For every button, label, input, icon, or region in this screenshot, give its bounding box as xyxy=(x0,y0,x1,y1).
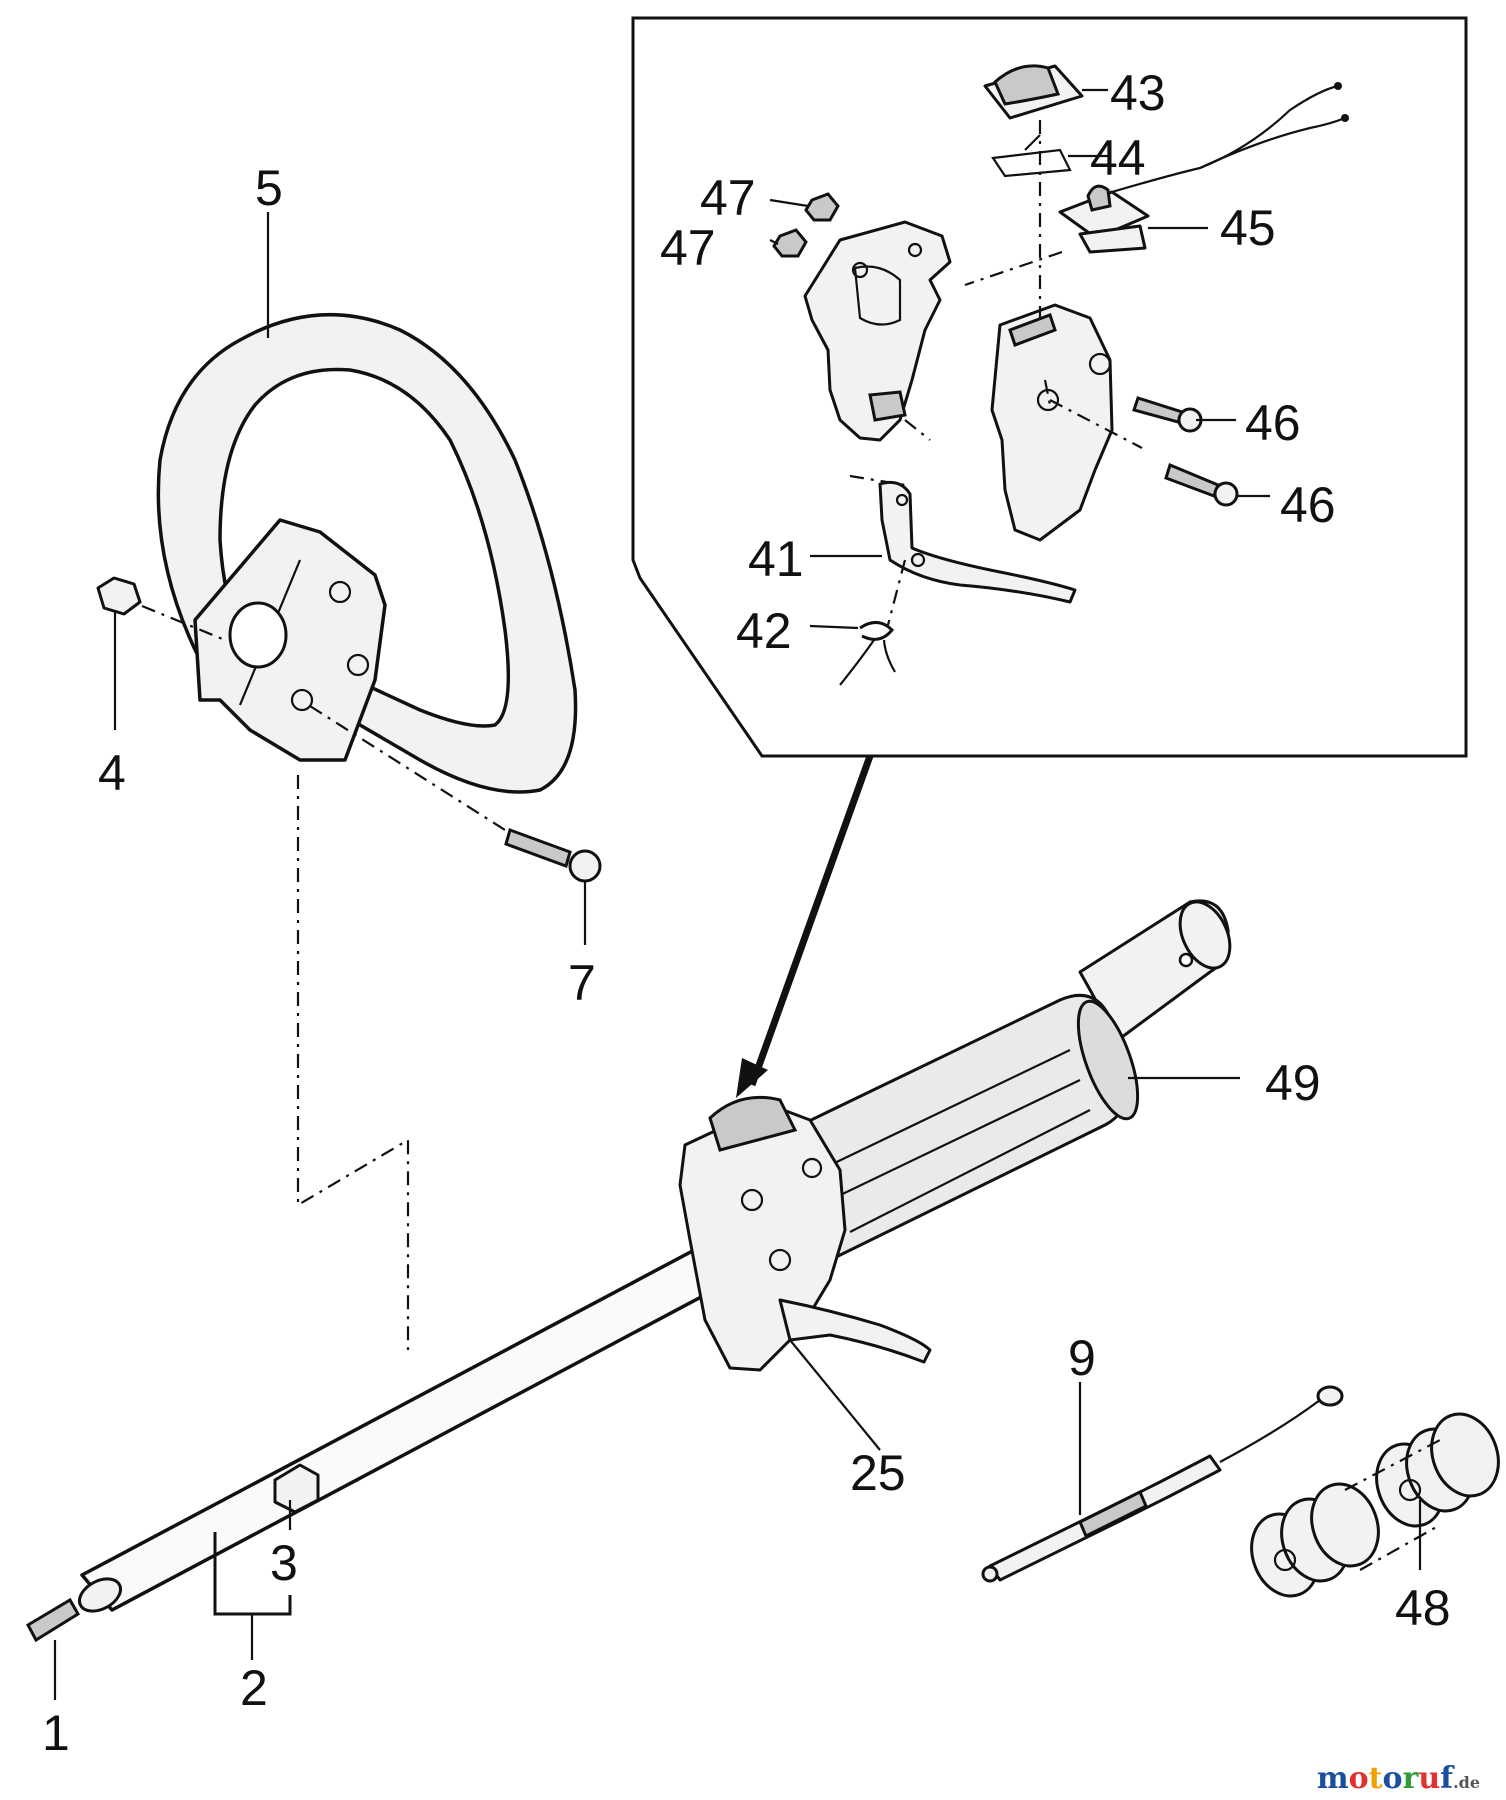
part-label-43: 43 xyxy=(1110,65,1166,121)
bolt-7 xyxy=(504,828,572,868)
trigger-spring xyxy=(859,621,895,641)
part-label-46-upper: 46 xyxy=(1245,395,1301,451)
part-label-4: 4 xyxy=(98,745,126,801)
detail-inset xyxy=(631,16,1468,1098)
svg-text:motoruf.de: motoruf.de xyxy=(1317,1761,1480,1796)
throttle-trigger xyxy=(878,480,1077,604)
inset-pointer-line xyxy=(748,754,874,1087)
screw-46-lower xyxy=(1164,462,1220,498)
tube-bracket xyxy=(273,1463,320,1514)
shaft-assembly xyxy=(26,775,1240,1700)
nut-47-upper xyxy=(804,192,840,222)
part-label-25: 25 xyxy=(850,1445,906,1501)
loop-handle xyxy=(156,312,578,794)
handle-right-half xyxy=(990,303,1114,542)
nut-47-lower xyxy=(772,228,808,258)
watermark-suffix: .de xyxy=(1453,1773,1480,1792)
part-label-1: 1 xyxy=(42,1705,70,1761)
part-label-3: 3 xyxy=(270,1535,298,1591)
part-label-47-lower: 47 xyxy=(660,220,716,276)
bushing-48-rear xyxy=(1375,1412,1500,1528)
part-label-47-upper: 47 xyxy=(700,170,756,226)
part-label-45: 45 xyxy=(1220,200,1276,256)
bushing-48-front xyxy=(1250,1482,1380,1598)
part-labels: 43 44 45 47 47 46 46 41 42 5 4 7 49 9 25… xyxy=(42,65,1451,1761)
part-label-44: 44 xyxy=(1090,130,1146,186)
part-label-5: 5 xyxy=(255,160,283,216)
part-label-7: 7 xyxy=(568,955,596,1011)
screw-46-upper xyxy=(1132,396,1184,424)
switch-plate xyxy=(991,148,1072,178)
handle-left-half xyxy=(803,220,952,442)
inset-pointer-arrowhead xyxy=(736,1058,768,1098)
throttle-lever xyxy=(778,1298,932,1364)
part-label-49: 49 xyxy=(1265,1055,1321,1111)
part-label-46-lower: 46 xyxy=(1280,477,1336,533)
loop-handle-assembly xyxy=(96,212,602,945)
handle-clamp xyxy=(193,518,387,762)
watermark-name: motoruf xyxy=(1317,1761,1455,1796)
switch-wires xyxy=(1111,84,1339,194)
clamp-bore xyxy=(228,601,288,669)
drive-tip xyxy=(26,1597,81,1643)
inset-frame xyxy=(631,16,1468,758)
drive-shaft-assembly xyxy=(981,1382,1500,1598)
part-label-41: 41 xyxy=(748,531,804,587)
part-label-2: 2 xyxy=(240,1660,268,1716)
part-label-9: 9 xyxy=(1068,1330,1096,1386)
nut-4 xyxy=(96,576,142,616)
watermark-logo: motoruf.de xyxy=(1317,1761,1480,1796)
part-label-42: 42 xyxy=(736,603,792,659)
part-label-48: 48 xyxy=(1395,1580,1451,1636)
